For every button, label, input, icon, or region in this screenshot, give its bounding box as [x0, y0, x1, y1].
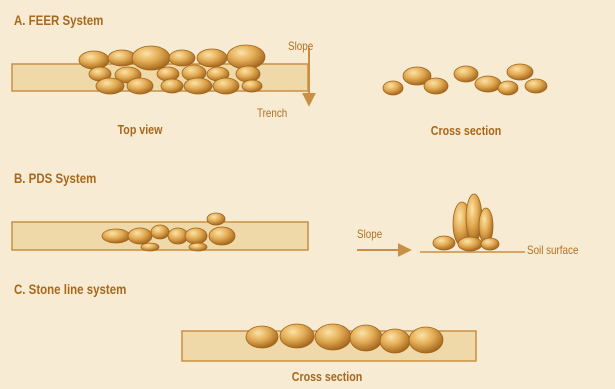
feer-top-view — [12, 45, 309, 104]
feer-section-title: A. FEER System — [14, 12, 103, 28]
pds-soil-surface-label: Soil surface — [527, 243, 578, 257]
pds-section-title: B. PDS System — [14, 170, 96, 186]
feer-cross-section-caption: Cross section — [431, 123, 502, 138]
stone-line-cross-section — [182, 324, 476, 361]
pds-slope-label: Slope — [357, 227, 382, 241]
stone-line-section-title: C. Stone line system — [14, 281, 126, 297]
pds-top-view — [12, 213, 308, 251]
pds-cross-section — [357, 194, 525, 252]
pds-stone-pile — [433, 194, 499, 251]
feer-trench-label: Trench — [257, 106, 287, 120]
stone-line-cross-section-caption: Cross section — [292, 369, 363, 384]
feer-slope-label: Slope — [288, 39, 313, 53]
feer-top-view-caption: Top view — [118, 122, 163, 137]
feer-cross-section — [383, 64, 547, 95]
